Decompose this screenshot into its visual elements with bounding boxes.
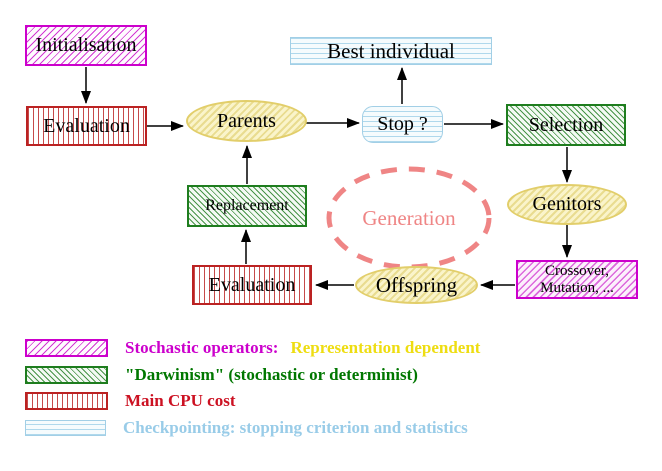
node-replacement: Replacement xyxy=(187,185,307,227)
legend-label-checkpointing: Checkpointing: stopping criterion and st… xyxy=(123,417,468,437)
legend-swatch-checkpointing xyxy=(25,419,106,436)
node-initialisation: Initialisation xyxy=(25,25,147,66)
node-evaluation-top: Evaluation xyxy=(26,106,147,146)
legend-label-cpu-cost: Main CPU cost xyxy=(125,390,236,410)
legend-label-representation: Representation dependent xyxy=(290,337,481,357)
node-offspring: Offspring xyxy=(355,266,478,304)
crossover-line1: Crossover, xyxy=(545,262,609,279)
legend-swatch-stochastic xyxy=(25,338,108,357)
node-genitors: Genitors xyxy=(507,184,627,225)
legend-label-stochastic: Stochastic operators: xyxy=(125,337,279,357)
node-evaluation-bottom: Evaluation xyxy=(192,265,312,305)
legend-swatch-darwinism xyxy=(25,365,108,384)
node-parents: Parents xyxy=(186,100,307,142)
crossover-line2: Mutation, ... xyxy=(540,279,614,296)
node-crossover-mutation: Crossover, Mutation, ... xyxy=(516,260,638,299)
node-stop: Stop ? xyxy=(362,106,443,143)
legend-row-cpu-cost: Main CPU cost xyxy=(25,390,236,410)
legend-label-darwinism: "Darwinism" (stochastic or determinist) xyxy=(125,364,418,384)
legend-row-stochastic: Stochastic operators: Representation dep… xyxy=(25,337,481,357)
legend-row-darwinism: "Darwinism" (stochastic or determinist) xyxy=(25,364,418,384)
legend-swatch-cpu-cost xyxy=(25,391,108,410)
node-best-individual: Best individual xyxy=(290,37,492,65)
legend-row-checkpointing: Checkpointing: stopping criterion and st… xyxy=(25,417,468,437)
arrows xyxy=(81,67,572,290)
generation-label: Generation xyxy=(362,206,456,230)
node-selection: Selection xyxy=(506,104,626,146)
